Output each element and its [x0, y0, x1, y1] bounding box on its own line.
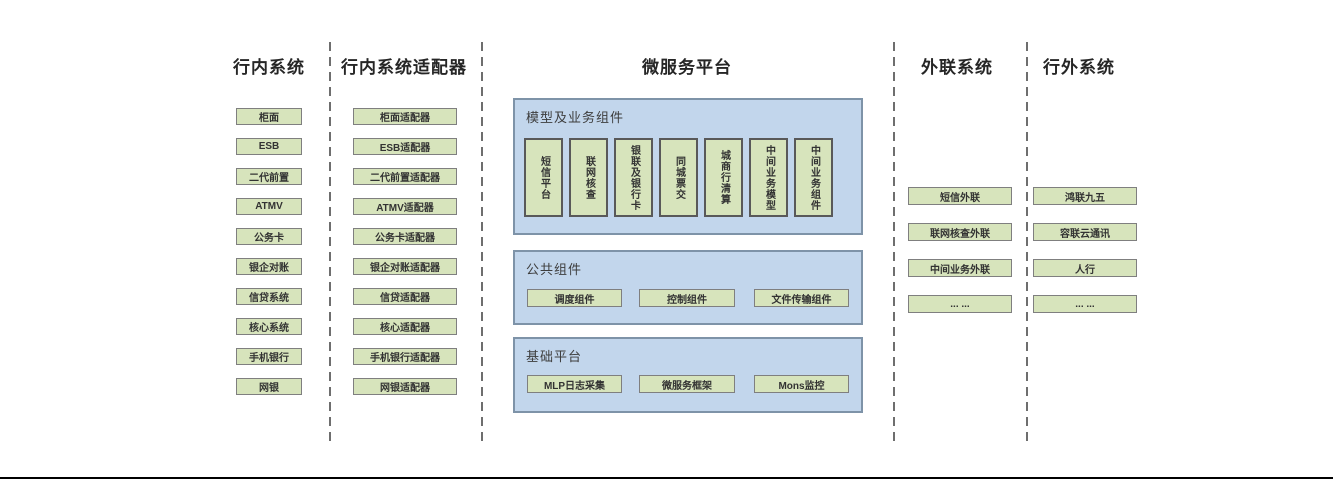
adapter-box: 银企对账适配器 [353, 258, 457, 275]
column-title-internal: 行内系统 [233, 58, 305, 77]
adapter-box: 网银适配器 [353, 378, 457, 395]
internal-system-box: 公务卡 [236, 228, 302, 245]
internal-system-box: 银企对账 [236, 258, 302, 275]
outreach-list: 短信外联 联网核查外联 中间业务外联 ... ... [908, 187, 1012, 313]
bottom-rule [0, 477, 1333, 479]
internal-system-box: 核心系统 [236, 318, 302, 335]
internal-system-box: ATMV [236, 198, 302, 215]
model-business-components-group: 模型及业务组件 短信平台 联网核查 银联及银行卡 同城票交 城商行清算 中间业务… [513, 98, 863, 235]
platform-component-box: 中间业务模型 [749, 138, 788, 217]
external-box: ... ... [1033, 295, 1137, 313]
adapter-box: 信贷适配器 [353, 288, 457, 305]
outreach-box: 联网核查外联 [908, 223, 1012, 241]
column-divider [893, 42, 895, 444]
adapter-box: ATMV适配器 [353, 198, 457, 215]
outreach-box: ... ... [908, 295, 1012, 313]
column-divider [329, 42, 331, 444]
outreach-box: 中间业务外联 [908, 259, 1012, 277]
common-component-box: 文件传输组件 [754, 289, 849, 307]
column-title-adapter: 行内系统适配器 [341, 58, 467, 77]
base-platform-box: MLP日志采集 [527, 375, 622, 393]
column-title-platform: 微服务平台 [642, 58, 732, 77]
common-components-group: 公共组件 调度组件 控制组件 文件传输组件 [513, 250, 863, 325]
adapter-box: 手机银行适配器 [353, 348, 457, 365]
base-platform-group: 基础平台 MLP日志采集 微服务框架 Mons监控 [513, 337, 863, 413]
platform-component-box: 中间业务组件 [794, 138, 833, 217]
adapter-box: ESB适配器 [353, 138, 457, 155]
internal-system-box: 手机银行 [236, 348, 302, 365]
vertical-component-row: 短信平台 联网核查 银联及银行卡 同城票交 城商行清算 中间业务模型 中间业务组… [524, 138, 833, 217]
adapter-list: 柜面适配器 ESB适配器 二代前置适配器 ATMV适配器 公务卡适配器 银企对账… [353, 108, 457, 395]
internal-system-box: 网银 [236, 378, 302, 395]
internal-system-box: 二代前置 [236, 168, 302, 185]
group-label: 模型及业务组件 [526, 110, 625, 125]
adapter-box: 公务卡适配器 [353, 228, 457, 245]
internal-system-box: ESB [236, 138, 302, 155]
base-platform-box: 微服务框架 [639, 375, 735, 393]
platform-component-box: 银联及银行卡 [614, 138, 653, 217]
adapter-box: 柜面适配器 [353, 108, 457, 125]
column-title-external: 行外系统 [1043, 58, 1115, 77]
adapter-box: 二代前置适配器 [353, 168, 457, 185]
group-label: 基础平台 [526, 349, 583, 364]
common-component-box: 控制组件 [639, 289, 735, 307]
common-component-box: 调度组件 [527, 289, 622, 307]
external-box: 容联云通讯 [1033, 223, 1137, 241]
platform-component-box: 短信平台 [524, 138, 563, 217]
platform-component-box: 联网核查 [569, 138, 608, 217]
platform-component-box: 同城票交 [659, 138, 698, 217]
external-list: 鸿联九五 容联云通讯 人行 ... ... [1033, 187, 1137, 313]
external-box: 鸿联九五 [1033, 187, 1137, 205]
outreach-box: 短信外联 [908, 187, 1012, 205]
group-label: 公共组件 [526, 262, 583, 277]
internal-system-box: 信贷系统 [236, 288, 302, 305]
base-platform-box: Mons监控 [754, 375, 849, 393]
column-divider [1026, 42, 1028, 444]
external-box: 人行 [1033, 259, 1137, 277]
column-divider [481, 42, 483, 444]
adapter-box: 核心适配器 [353, 318, 457, 335]
internal-system-box: 柜面 [236, 108, 302, 125]
column-title-outreach: 外联系统 [921, 58, 993, 77]
platform-component-box: 城商行清算 [704, 138, 743, 217]
internal-systems-list: 柜面 ESB 二代前置 ATMV 公务卡 银企对账 信贷系统 核心系统 手机银行… [236, 108, 302, 395]
